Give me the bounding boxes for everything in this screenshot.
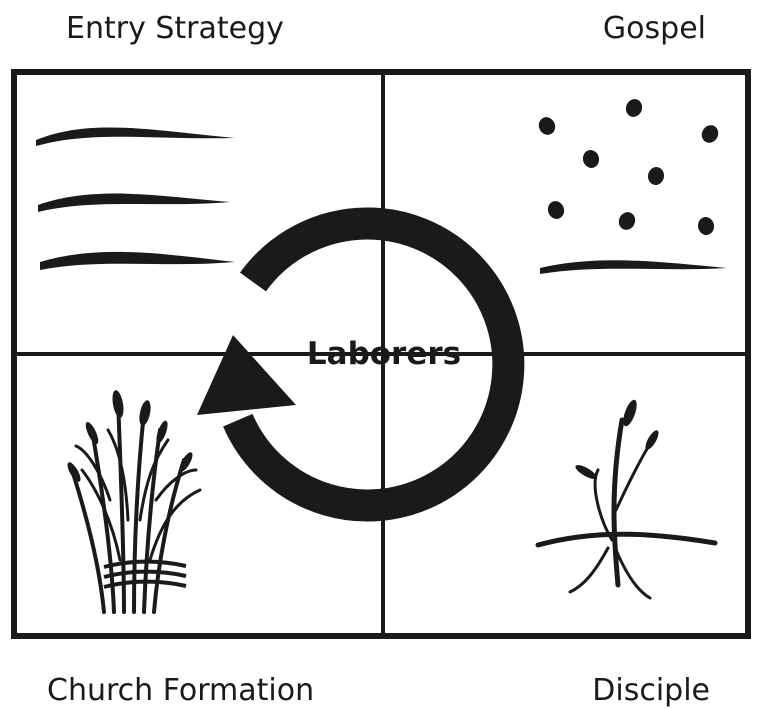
furrows-icon: [36, 127, 235, 270]
cycle-arrow-icon: [197, 207, 525, 522]
wheat-bundle-icon: [70, 398, 202, 614]
center-label-laborers: Laborers: [306, 336, 462, 372]
bundle-tie: [103, 559, 187, 589]
quadrant-label-entry-strategy: Entry Strategy: [66, 11, 284, 46]
seeds-icon: [538, 99, 727, 274]
wheat-heads: [67, 390, 193, 482]
quadrant-label-disciple: Disciple: [592, 673, 710, 708]
quadrant-label-church-formation: Church Formation: [47, 673, 315, 708]
sprout-icon: [535, 417, 718, 600]
sprout-leaves: [575, 399, 659, 479]
quadrant-label-gospel: Gospel: [602, 11, 706, 46]
